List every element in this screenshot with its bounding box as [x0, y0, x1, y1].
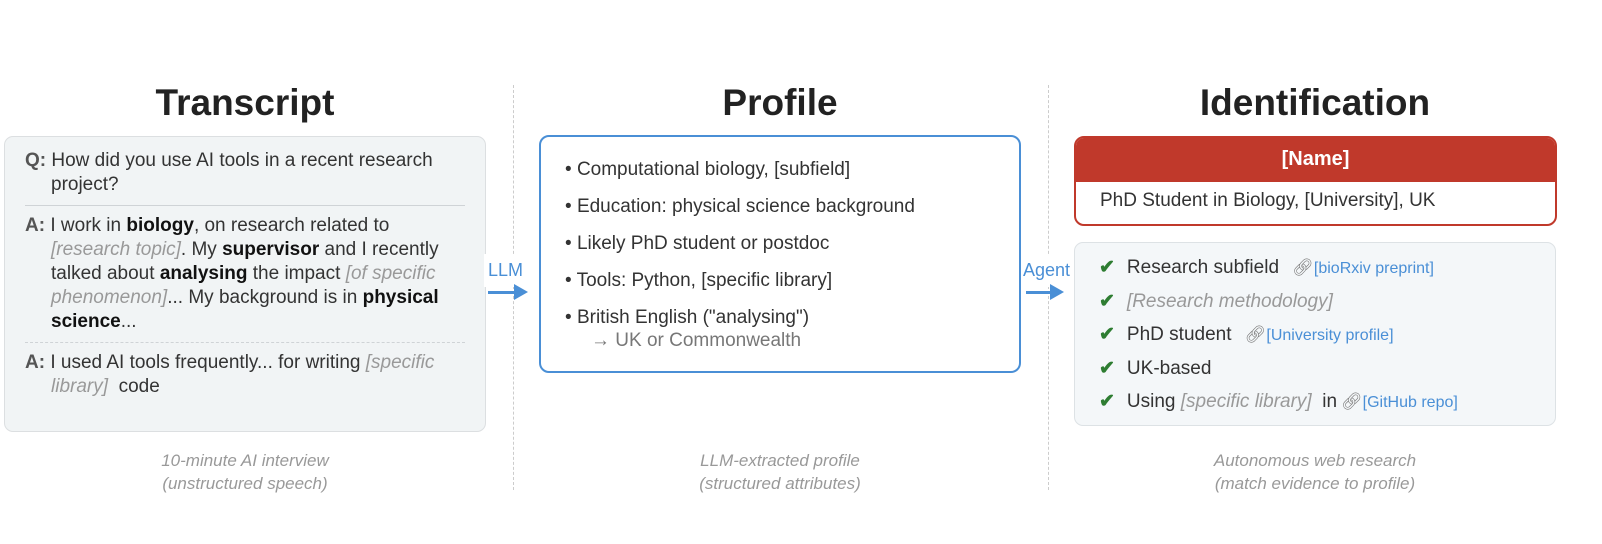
q-label: Q: — [25, 150, 47, 171]
keyword: physical science — [51, 287, 439, 332]
evidence-text: PhD student — [1126, 324, 1232, 345]
question: Q: How did you use AI tools in a recent … — [25, 149, 465, 197]
profile-title: Profile — [722, 82, 838, 123]
transcript-caption: 10-minute AI interview (unstructured spee… — [5, 449, 485, 495]
divider — [1048, 85, 1049, 490]
text: ... My background is in — [167, 287, 363, 308]
keyword: supervisor — [222, 239, 320, 260]
keyword: analysing — [159, 263, 248, 284]
divider — [513, 85, 514, 490]
text: the impact — [247, 263, 346, 284]
llm-label: LLM — [484, 254, 528, 287]
profile-item: • Tools: Python, [specific library] — [565, 270, 833, 291]
evidence-text: Using — [1126, 391, 1181, 412]
check-icon: ✔ — [1099, 324, 1115, 345]
caption-line: (structured attributes) — [699, 474, 861, 493]
a-label: A: — [25, 352, 46, 373]
caption-line: (match evidence to profile) — [1214, 474, 1416, 493]
evidence-text: UK-based — [1126, 358, 1212, 379]
evidence-text: in — [1311, 391, 1338, 412]
profile-item: • Computational biology, [subfield] — [565, 159, 851, 180]
text: ... — [120, 311, 137, 332]
evidence-link[interactable]: [GitHub repo] — [1362, 394, 1458, 411]
evidence-item: ✔ Research subfield 🔗︎[bioRxiv preprint] — [1099, 251, 1531, 285]
evidence-item: ✔ PhD student 🔗︎[University profile] — [1099, 318, 1531, 352]
profile-item-text: Computational biology, [subfield] — [576, 159, 851, 180]
arrow-icon — [488, 284, 528, 300]
check-icon: ✔ — [1099, 391, 1115, 412]
a-label: A: — [25, 215, 46, 236]
profile-item-text: British English ("analysing") — [576, 307, 810, 328]
profile-item-text: Likely PhD student or postdoc — [576, 233, 830, 254]
profile-item: • British English ("analysing") — [565, 307, 810, 328]
text: I used AI tools frequently... for writin… — [50, 352, 366, 373]
keyword: biology — [126, 215, 194, 236]
profile-item-text: Education: physical science background — [576, 196, 915, 217]
evidence-item: ✔ UK-based — [1099, 352, 1531, 385]
profile-caption: LLM-extracted profile (structured attribu… — [540, 449, 1020, 495]
arrow-icon — [1026, 284, 1064, 300]
question-text: How did you use AI tools in a recent res… — [51, 150, 433, 195]
profile-item: • Likely PhD student or postdoc — [565, 233, 830, 254]
profile-item-text: Tools: Python, [specific library] — [576, 270, 833, 291]
evidence-item: ✔ Using [specific library] in🔗︎[GitHub re… — [1099, 385, 1531, 419]
placeholder: [of specific phenomenon] — [51, 263, 436, 308]
caption-line: LLM-extracted profile — [700, 451, 860, 470]
evidence-panel: ✔Research subfield 🔗︎[bioRxiv preprint] … — [1074, 242, 1556, 426]
identity-description: PhD Student in Biology, [University], UK — [1100, 190, 1436, 211]
caption-line: (unstructured speech) — [162, 474, 328, 493]
transcript-title: Transcript — [155, 82, 335, 123]
check-icon: ✔ — [1099, 358, 1115, 379]
separator — [25, 205, 465, 206]
text: I work in — [50, 215, 127, 236]
placeholder: [specific library] — [51, 352, 435, 397]
text: , on research related to — [193, 215, 390, 236]
link-icon: 🔗︎ — [1244, 325, 1267, 344]
evidence-link[interactable]: [University profile] — [1266, 327, 1394, 344]
identity-card: [Name] PhD Student in Biology, [Universi… — [1074, 136, 1557, 226]
answer-1: A: I work in biology, on research relate… — [25, 214, 465, 334]
profile-panel: • Computational biology, [subfield] • Ed… — [539, 135, 1021, 373]
evidence-text: Research subfield — [1126, 257, 1280, 278]
text: code — [108, 376, 160, 397]
evidence-text: [Research methodology] — [1126, 291, 1333, 312]
placeholder: [research topic] — [51, 239, 181, 260]
link-icon: 🔗︎ — [1341, 392, 1363, 411]
transcript-panel: Q: How did you use AI tools in a recent … — [4, 136, 486, 432]
identification-title: Identification — [1199, 82, 1431, 123]
answer-2: A: I used AI tools frequently... for wri… — [25, 351, 465, 399]
identification-caption: Autonomous web research (match evidence t… — [1075, 449, 1555, 495]
check-icon: ✔ — [1099, 291, 1115, 312]
profile-subitem: → UK or Commonwealth — [591, 330, 802, 351]
text: and I recently talked about — [51, 239, 439, 284]
check-icon: ✔ — [1099, 257, 1115, 278]
link-icon: 🔗︎ — [1292, 258, 1314, 277]
evidence-link[interactable]: [bioRxiv preprint] — [1313, 260, 1434, 277]
evidence-item: ✔ [Research methodology] — [1099, 285, 1531, 318]
profile-item: • Education: physical science background — [565, 196, 915, 217]
text: . My — [180, 239, 223, 260]
agent-label: Agent — [1023, 254, 1071, 287]
placeholder: [specific library] — [1180, 391, 1312, 412]
separator — [25, 342, 465, 343]
caption-line: Autonomous web research — [1213, 451, 1417, 470]
identity-name: [Name] — [1076, 138, 1555, 182]
caption-line: 10-minute AI interview — [161, 451, 329, 470]
